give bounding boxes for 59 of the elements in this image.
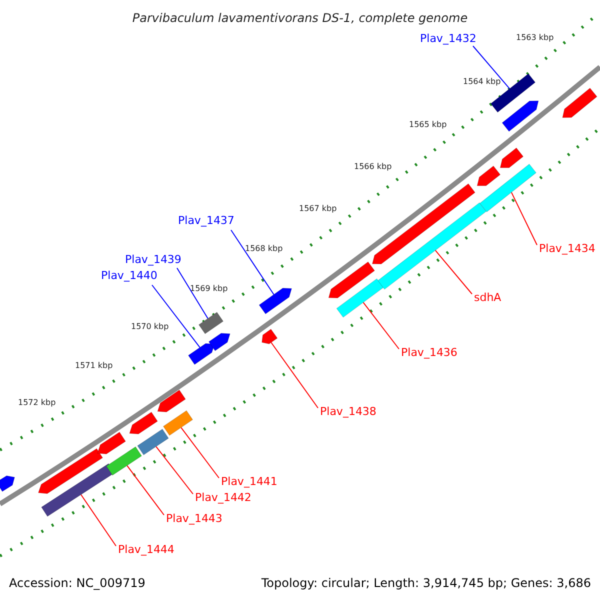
gene-block	[129, 412, 158, 434]
leader-line	[80, 494, 116, 546]
leader-line	[152, 284, 200, 348]
gene-block	[188, 343, 215, 365]
leader-line	[472, 46, 510, 90]
gene-label: Plav_1432	[420, 32, 476, 45]
gene-block	[562, 88, 598, 118]
leader-line	[230, 230, 274, 296]
gene-block	[0, 476, 15, 492]
scale-label: 1564 kbp	[463, 76, 501, 88]
title: Parvibaculum lavamentivorans DS-1, complete genome	[131, 10, 469, 27]
scale-label: 1567 kbp	[299, 203, 337, 215]
genome-summary: Topology: circular; Length: 3,914,745 bp; Genes: 3,686	[261, 575, 591, 592]
gene-block	[208, 332, 230, 352]
gene-block	[500, 148, 524, 168]
gene-block	[328, 262, 375, 298]
gene-block	[157, 390, 186, 412]
gene-label: Plav_1443	[166, 512, 222, 525]
gene-label: Plav_1444	[118, 543, 174, 556]
leader-line	[270, 342, 318, 408]
gene-block	[258, 288, 292, 314]
leader-line	[156, 446, 194, 494]
leader-line	[362, 302, 400, 350]
gene-label: Plav_1437	[178, 214, 234, 227]
scale-label: 1565 kbp	[409, 119, 447, 131]
leader-line	[180, 427, 220, 478]
gene-label: sdhA	[474, 291, 502, 304]
gene-block	[137, 428, 169, 456]
scale-label: 1568 kbp	[245, 243, 283, 255]
gene-label: Plav_1441	[221, 475, 278, 488]
leader-line	[126, 465, 164, 516]
gene-block	[336, 278, 384, 318]
accession-text: Accession: NC_009719	[9, 575, 146, 592]
leader-line	[510, 192, 538, 246]
leader-line	[176, 268, 208, 319]
gene-block	[38, 448, 103, 494]
gene-block	[372, 183, 476, 264]
gene-block	[198, 312, 224, 334]
gene-block	[476, 166, 500, 186]
gene-label: Plav_1440	[101, 269, 158, 282]
gene-block	[262, 328, 278, 344]
scale-label: 1570 kbp	[131, 321, 169, 333]
gene-block	[378, 202, 486, 290]
leader-line	[434, 250, 472, 294]
gene-label: Plav_1439	[125, 253, 182, 266]
gene-label: Plav_1438	[320, 405, 376, 418]
gene-block	[480, 164, 536, 212]
gene-block	[97, 432, 126, 454]
scale-label: 1571 kbp	[75, 360, 113, 372]
gene-block	[502, 100, 539, 132]
gene-label: Plav_1434	[539, 242, 596, 255]
scale-label: 1569 kbp	[190, 283, 228, 295]
scale-label: 1566 kbp	[354, 161, 392, 173]
gene-label: Plav_1436	[401, 346, 458, 359]
gene-label: Plav_1442	[195, 491, 252, 504]
gene-block	[106, 446, 142, 476]
gene-block	[163, 410, 193, 436]
scale-label: 1572 kbp	[18, 397, 56, 409]
scale-label: 1563 kbp	[516, 32, 554, 44]
